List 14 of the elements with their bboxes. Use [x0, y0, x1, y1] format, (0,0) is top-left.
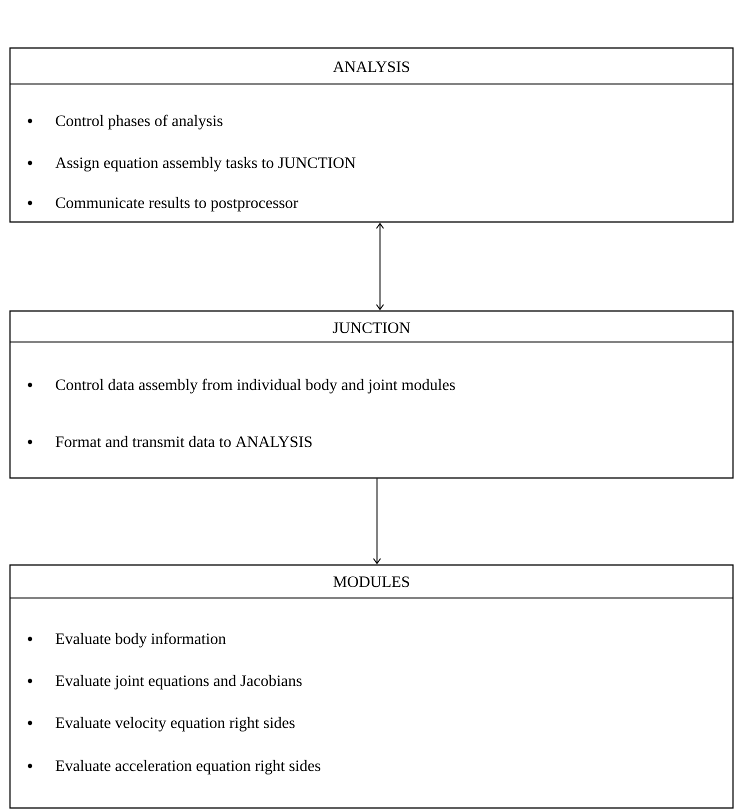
bullet-item: Assign equation assembly tasks to JUNCTION — [28, 156, 356, 172]
bullet-item: Evaluate joint equations and Jacobians — [28, 674, 302, 690]
heading: MODULES — [333, 576, 410, 588]
bullet-item: Evaluate acceleration equation right sides — [28, 760, 320, 774]
bullet-item: Communicate results to postprocessor — [28, 196, 298, 212]
bullet-item: Evaluate velocity equation right sides — [28, 716, 295, 732]
heading: JUNCTION — [332, 322, 410, 334]
bullet-item: Evaluate body information — [28, 632, 226, 648]
bullet-item: Format and transmit data to ANALYSIS — [28, 436, 312, 448]
bullet-item: Control phases of analysis — [28, 114, 222, 130]
bullet-item: Control data assembly from individual body and joint modules — [28, 378, 455, 394]
arrow — [376, 222, 384, 310]
heading: ANALYSIS — [333, 61, 410, 72]
arrow — [373, 478, 381, 564]
